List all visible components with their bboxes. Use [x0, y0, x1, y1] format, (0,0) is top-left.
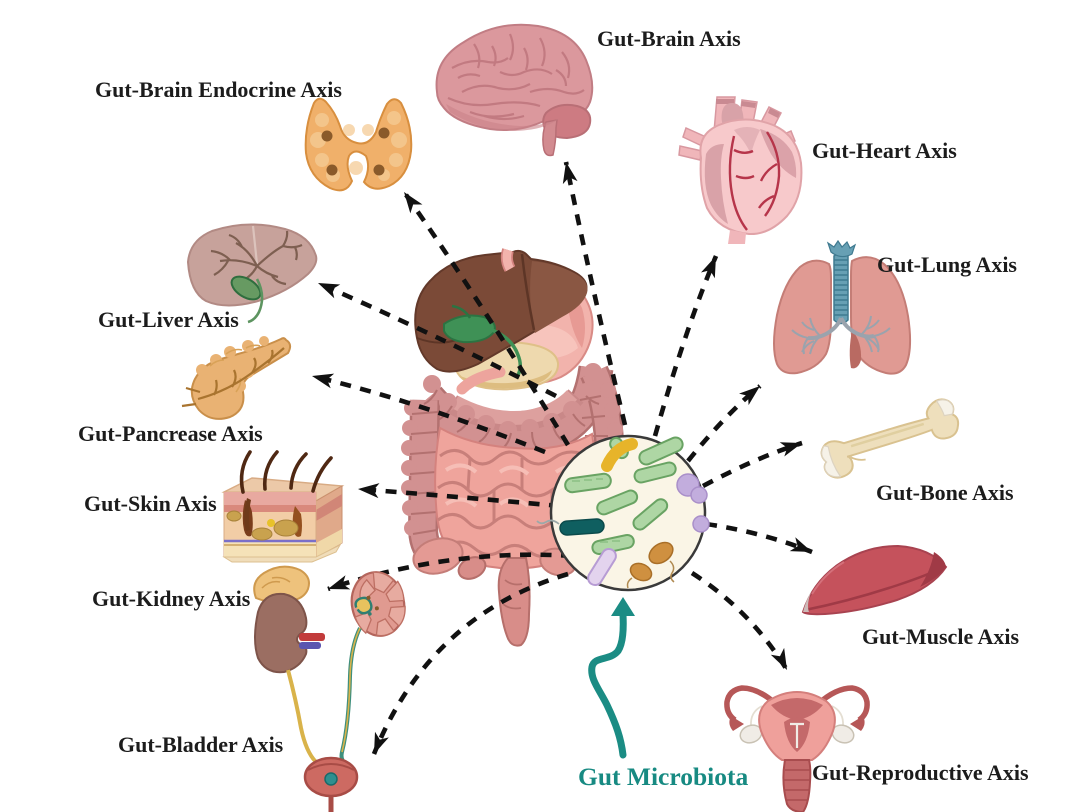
svg-text:Gut-Brain Endocrine Axis: Gut-Brain Endocrine Axis [95, 77, 342, 102]
svg-text:Gut-Heart Axis: Gut-Heart Axis [812, 138, 957, 163]
svg-text:Gut-Bone Axis: Gut-Bone Axis [876, 480, 1014, 505]
svg-text:Gut-Lung Axis: Gut-Lung Axis [877, 252, 1017, 277]
svg-text:Gut-Liver Axis: Gut-Liver Axis [98, 307, 239, 332]
svg-text:Gut-Kidney Axis: Gut-Kidney Axis [92, 586, 251, 611]
svg-text:Gut-Muscle Axis: Gut-Muscle Axis [862, 624, 1019, 649]
svg-text:Gut-Reproductive Axis: Gut-Reproductive Axis [812, 760, 1029, 785]
svg-text:Gut-Brain Axis: Gut-Brain Axis [597, 26, 741, 51]
svg-text:Gut Microbiota: Gut Microbiota [578, 762, 748, 791]
svg-text:Gut-Pancrease Axis: Gut-Pancrease Axis [78, 421, 263, 446]
svg-text:Gut-Skin Axis: Gut-Skin Axis [84, 491, 217, 516]
svg-text:Gut-Bladder Axis: Gut-Bladder Axis [118, 732, 284, 757]
